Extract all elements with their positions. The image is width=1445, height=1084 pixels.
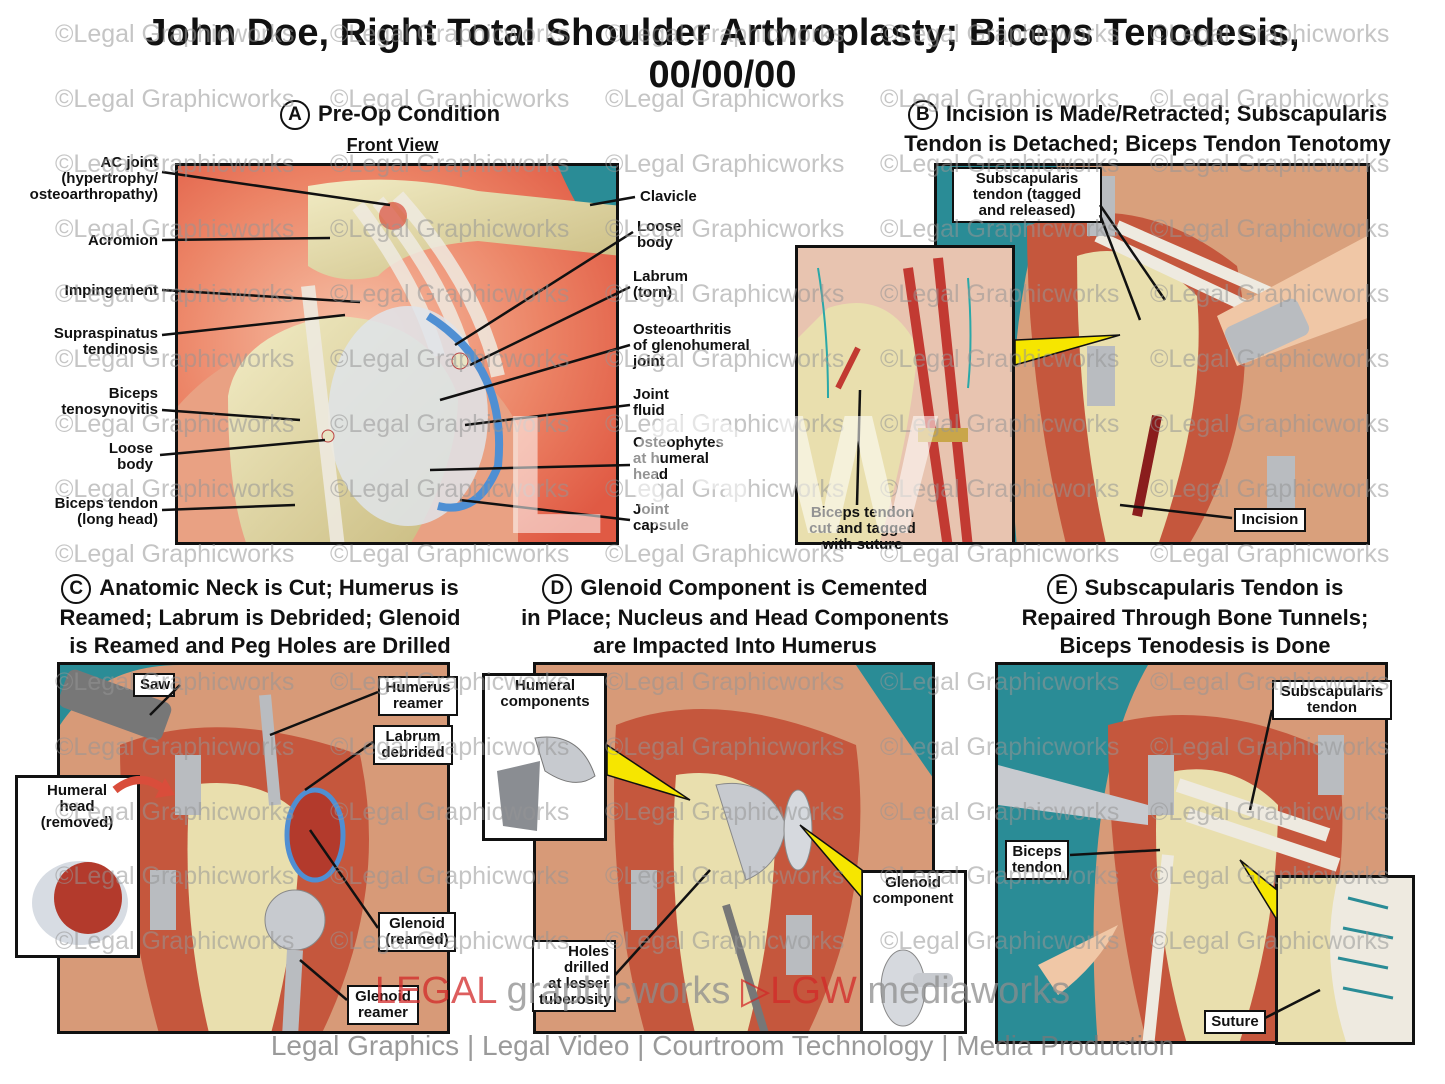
- label-joint-capsule: Joint capsule: [633, 501, 689, 534]
- label-suture: Suture: [1204, 1010, 1266, 1034]
- brand-line: LEGAL graphicworks ▷LGW mediaworks: [374, 970, 1071, 1012]
- label-biceps-tendon-long-head: Biceps tendon (long head): [54, 495, 158, 528]
- label-biceps-tenosynovitis: Biceps tenosynovitis: [61, 385, 158, 418]
- label-loose-body-left: Loose body: [108, 440, 153, 473]
- label-holes-drilled: Holes drilled at lesser tuberosity: [532, 940, 616, 1012]
- label-ac-joint: AC joint (hypertrophy/ osteoarthropathy): [29, 154, 158, 203]
- panel-d-letter: D: [542, 574, 573, 605]
- panel-d-inset-humeral-components: [482, 673, 607, 841]
- panel-a-subtitle: Front View: [346, 135, 439, 155]
- label-labrum-debrided: Labrum debrided: [373, 725, 453, 765]
- panel-b-letter: B: [907, 100, 938, 131]
- pre-op-shoulder-illustration: [178, 166, 616, 542]
- label-humeral-components: Humeral components: [500, 677, 590, 710]
- panel-e-letter: E: [1046, 574, 1077, 605]
- biceps-tenotomy-inset-illustration: [798, 248, 1012, 542]
- label-glenoid-reamer: Glenoid reamer: [347, 985, 419, 1025]
- label-biceps-cut-tagged: Biceps tendon cut and tagged with suture: [809, 504, 916, 553]
- lgw-watermark-logo: LGW: [501, 380, 959, 570]
- label-biceps-tendon: Biceps tendon: [1005, 840, 1069, 880]
- footer-tagline: Legal Graphics | Legal Video | Courtroom…: [270, 1030, 1175, 1061]
- panel-a-letter: A: [279, 100, 310, 131]
- label-glenoid-reamed: Glenoid (reamed): [378, 912, 456, 952]
- label-joint-fluid: Joint fluid: [633, 386, 669, 419]
- label-humerus-reamer: Humerus reamer: [378, 676, 458, 716]
- panel-d-inset-glenoid-component: [860, 870, 967, 1034]
- humeral-head-removed-illustration: [18, 778, 137, 955]
- humeral-components-illustration: [485, 676, 604, 838]
- label-clavicle: Clavicle: [640, 188, 697, 205]
- label-saw: Saw: [133, 673, 175, 697]
- panel-e-inset-suture-repair: [1275, 875, 1415, 1045]
- panel-c-letter: C: [61, 574, 92, 605]
- panel-a-illustration: [175, 163, 619, 545]
- label-incision: Incision: [1234, 508, 1306, 532]
- panel-b-inset-biceps-tenotomy: [795, 245, 1015, 545]
- label-osteoarthritis: Osteoarthritis of glenohumeral joint: [633, 321, 750, 370]
- panel-c-inset-humeral-head: [15, 775, 140, 958]
- label-glenoid-component: Glenoid component: [872, 874, 954, 907]
- label-subscapularis-tagged: Subscapularis tendon (tagged and release…: [952, 167, 1102, 223]
- label-loose-body-right: Loose body: [637, 218, 682, 251]
- label-labrum-torn: Labrum (torn): [633, 268, 689, 301]
- page-title: John Doe, Right Total Shoulder Arthropla…: [145, 12, 1300, 96]
- label-acromion: Acromion: [87, 232, 158, 249]
- label-supraspinatus-tendinosis: Supraspinatus tendinosis: [53, 325, 158, 358]
- label-osteophytes: Osteophytes at humeral head: [633, 434, 724, 483]
- suture-repair-inset-illustration: [1278, 878, 1412, 1042]
- label-subscapularis-tendon: Subscapularis tendon: [1272, 680, 1392, 720]
- glenoid-component-illustration: [863, 873, 964, 1031]
- play-icon: ▷: [741, 970, 771, 1012]
- label-impingement: Impingement: [64, 282, 158, 299]
- label-humeral-head-removed: Humeral head (removed): [40, 782, 114, 831]
